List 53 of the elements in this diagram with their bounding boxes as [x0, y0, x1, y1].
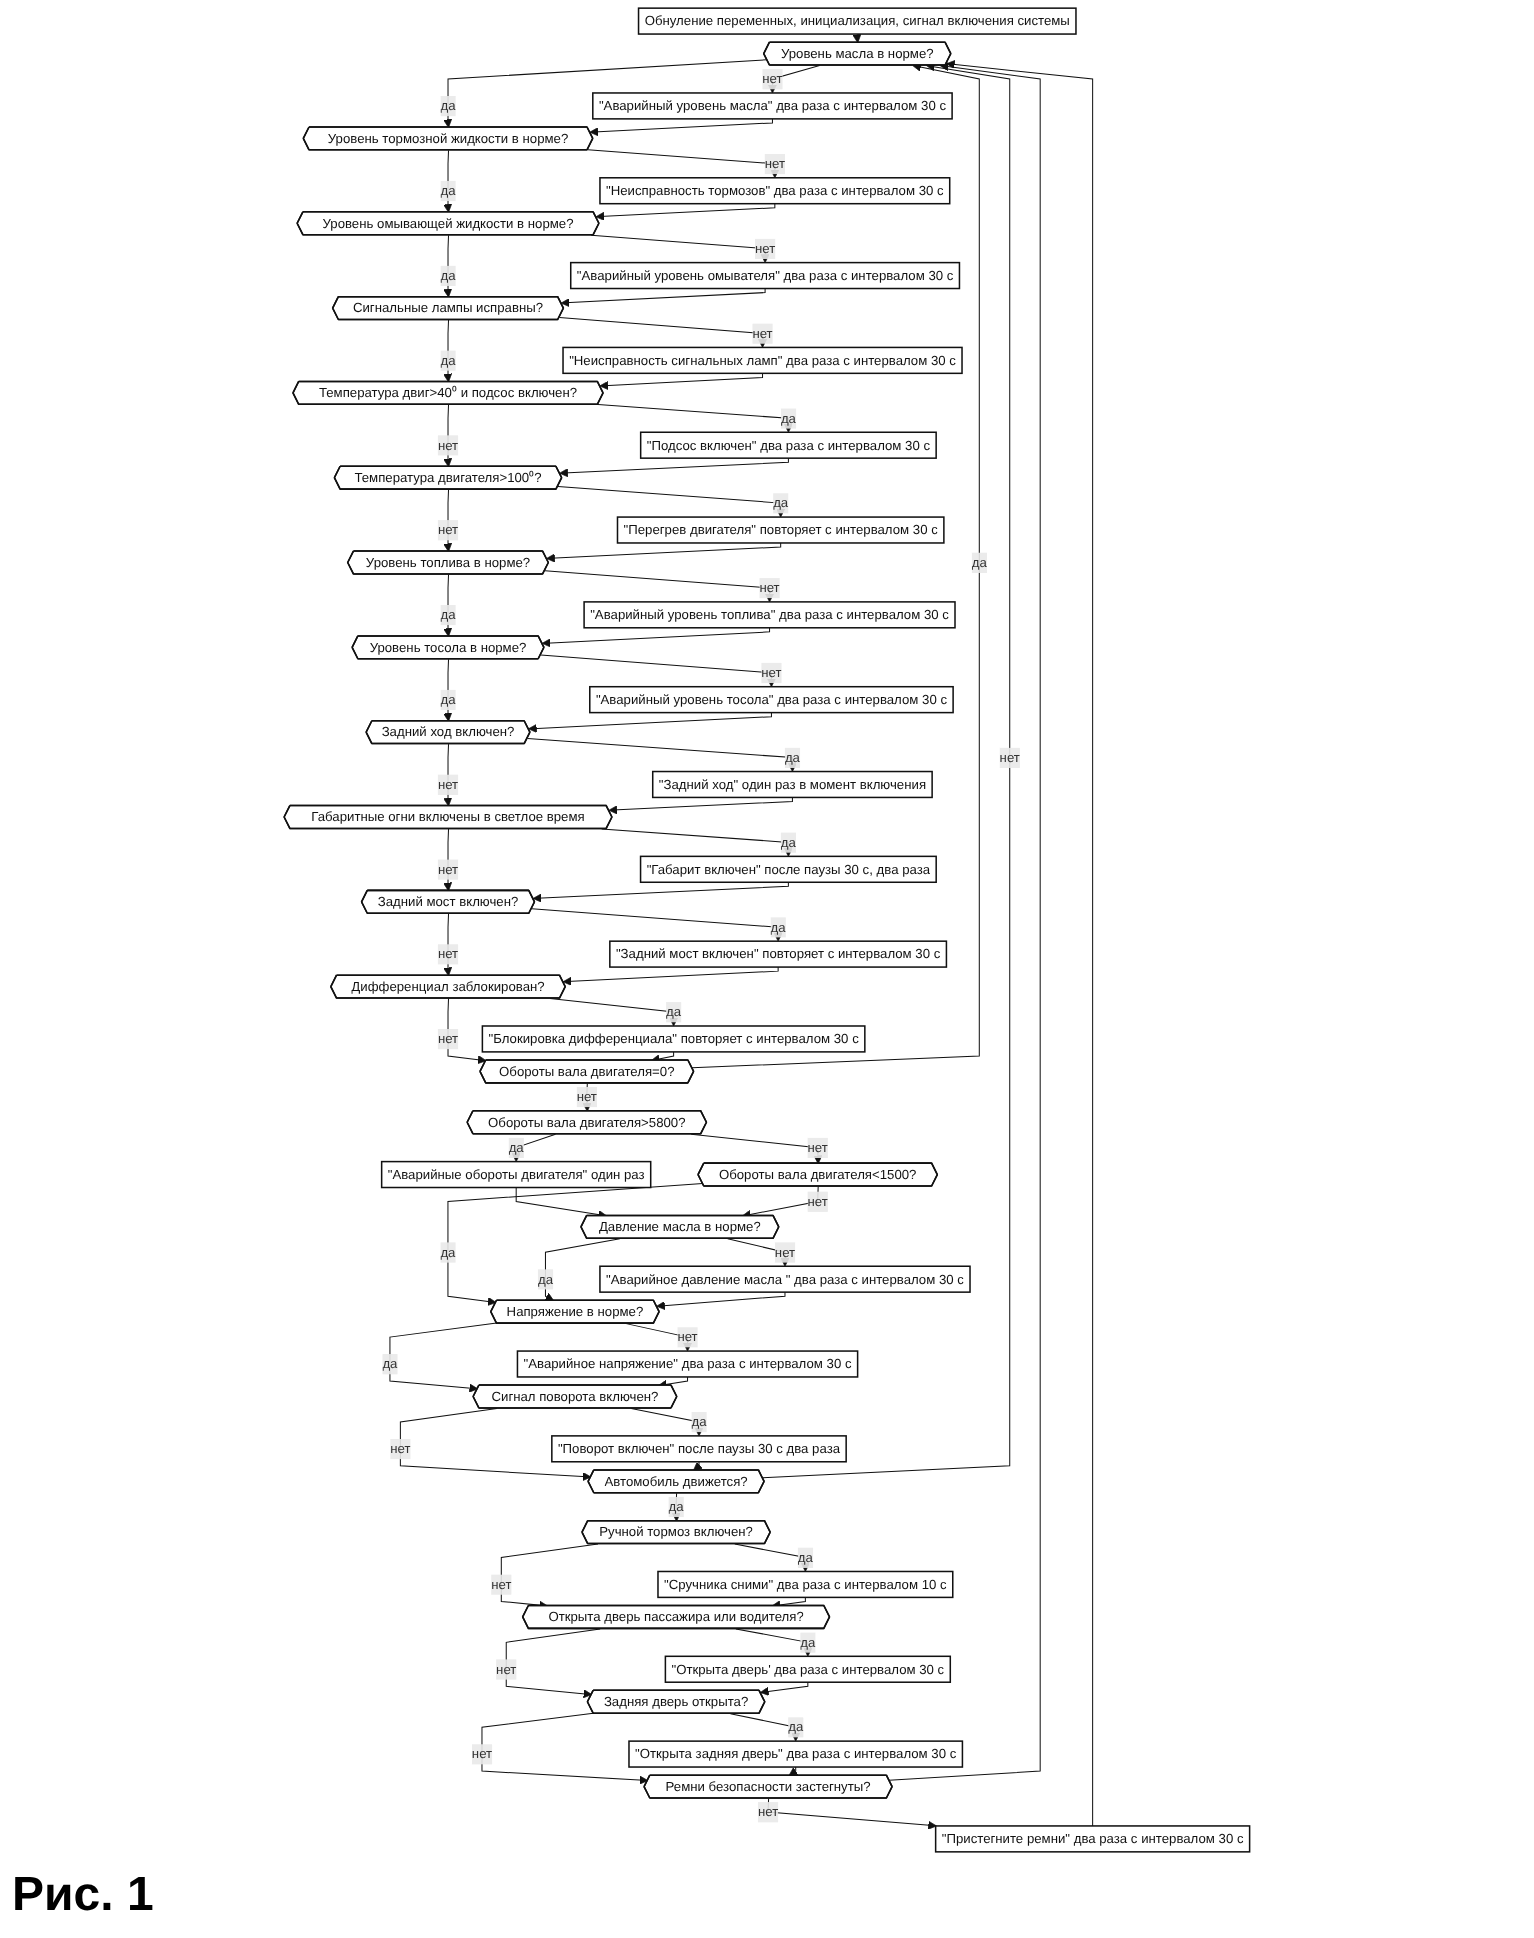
- arrow: [400, 1407, 592, 1481]
- arrow: [651, 1051, 675, 1064]
- arrow: [443, 573, 453, 637]
- arrow: [447, 998, 487, 1065]
- arrow: [531, 908, 783, 942]
- arrow: [447, 1182, 704, 1306]
- arrow: [788, 1766, 799, 1777]
- arrow: [760, 1681, 809, 1696]
- arrow: [505, 1628, 601, 1699]
- arrow: [589, 118, 774, 137]
- arrow: [560, 288, 766, 308]
- arrow: [557, 486, 786, 518]
- arrow: [590, 234, 770, 263]
- arrow: [888, 62, 1041, 1781]
- arrow: [540, 654, 777, 688]
- arrow: [515, 1187, 608, 1220]
- arrow: [599, 372, 764, 390]
- arrow: [541, 627, 771, 648]
- arrow: [852, 33, 862, 44]
- arrow: [658, 1376, 689, 1389]
- arrow: [601, 828, 793, 857]
- arrow: [656, 1291, 786, 1311]
- arrow: [527, 738, 797, 772]
- arrow: [587, 149, 780, 179]
- arrow: [771, 1596, 806, 1610]
- arrow: [500, 1543, 599, 1610]
- arrow: [443, 743, 453, 807]
- arrow: [443, 658, 453, 722]
- arrow: [389, 1322, 498, 1393]
- arrow: [443, 149, 453, 213]
- arrow: [443, 404, 453, 468]
- arrow: [532, 881, 789, 903]
- arrow: [443, 59, 768, 128]
- arrow: [528, 712, 773, 733]
- arrow: [693, 1461, 703, 1471]
- arrow: [597, 404, 793, 433]
- arrow: [690, 1133, 823, 1165]
- arrow: [608, 796, 794, 815]
- arrow: [559, 457, 790, 478]
- arrow: [742, 1186, 819, 1219]
- arrow: [443, 234, 453, 298]
- arrow: [562, 966, 779, 986]
- arrow: [767, 1798, 937, 1830]
- arrow: [481, 1712, 649, 1785]
- arrow: [544, 1238, 621, 1302]
- arrow: [595, 203, 776, 221]
- arrow: [559, 317, 768, 348]
- arrow: [443, 319, 453, 383]
- arrow: [443, 828, 453, 892]
- figure-caption: Рис. 1: [12, 1868, 154, 1924]
- arrow: [946, 60, 1094, 1827]
- arrow: [544, 570, 775, 603]
- arrow: [546, 542, 782, 563]
